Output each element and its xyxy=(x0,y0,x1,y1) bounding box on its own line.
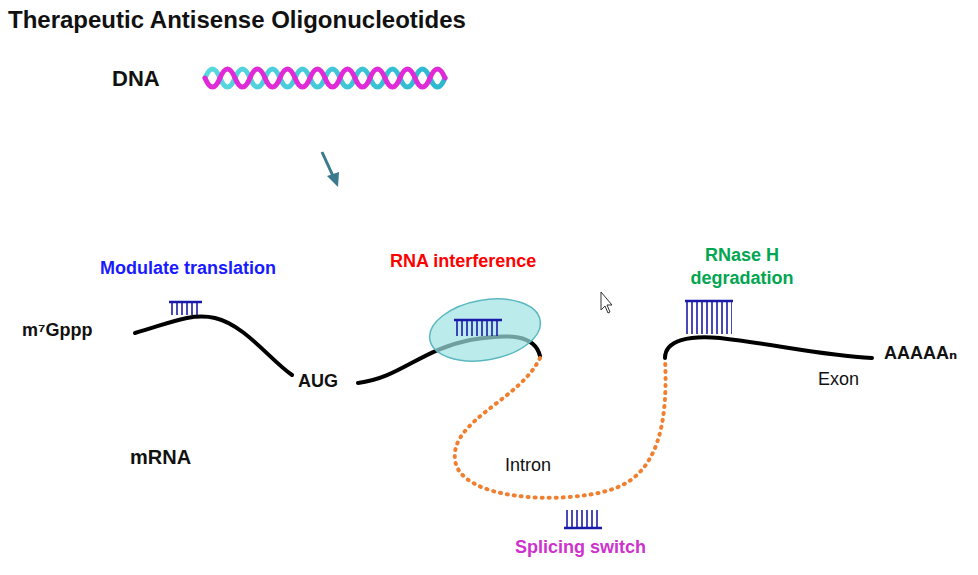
cursor-icon xyxy=(601,292,612,313)
mechanism-label: Splicing switch xyxy=(515,537,646,559)
dna-helix xyxy=(205,69,445,87)
start-codon-label: AUG xyxy=(298,371,338,393)
aso-comb xyxy=(685,301,733,334)
intron-strand xyxy=(455,358,666,498)
mrna-strand xyxy=(135,316,292,375)
risc-complex xyxy=(425,291,546,370)
aso-comb xyxy=(169,302,202,315)
aso-comb xyxy=(454,320,502,336)
mrna-label: mRNA xyxy=(130,445,191,469)
dna-strand xyxy=(205,69,445,87)
aso-comb xyxy=(564,510,602,528)
diagram-title: Therapeutic Antisense Oligonucleotides xyxy=(8,6,466,35)
mrna-strand xyxy=(665,337,872,358)
dna-strand xyxy=(205,69,445,87)
cap-label: m⁷Gppp xyxy=(22,320,92,342)
mechanism-label: Modulate translation xyxy=(100,258,276,280)
exon-label: Exon xyxy=(818,369,859,391)
dna-label: DNA xyxy=(112,66,160,92)
transcription-arrow xyxy=(322,152,339,187)
intron-label: Intron xyxy=(505,455,551,477)
polya-tail-label: AAAAAₙ xyxy=(884,343,957,365)
mechanism-label: RNA interference xyxy=(390,251,536,273)
mechanism-label: RNase H degradation xyxy=(672,244,812,291)
